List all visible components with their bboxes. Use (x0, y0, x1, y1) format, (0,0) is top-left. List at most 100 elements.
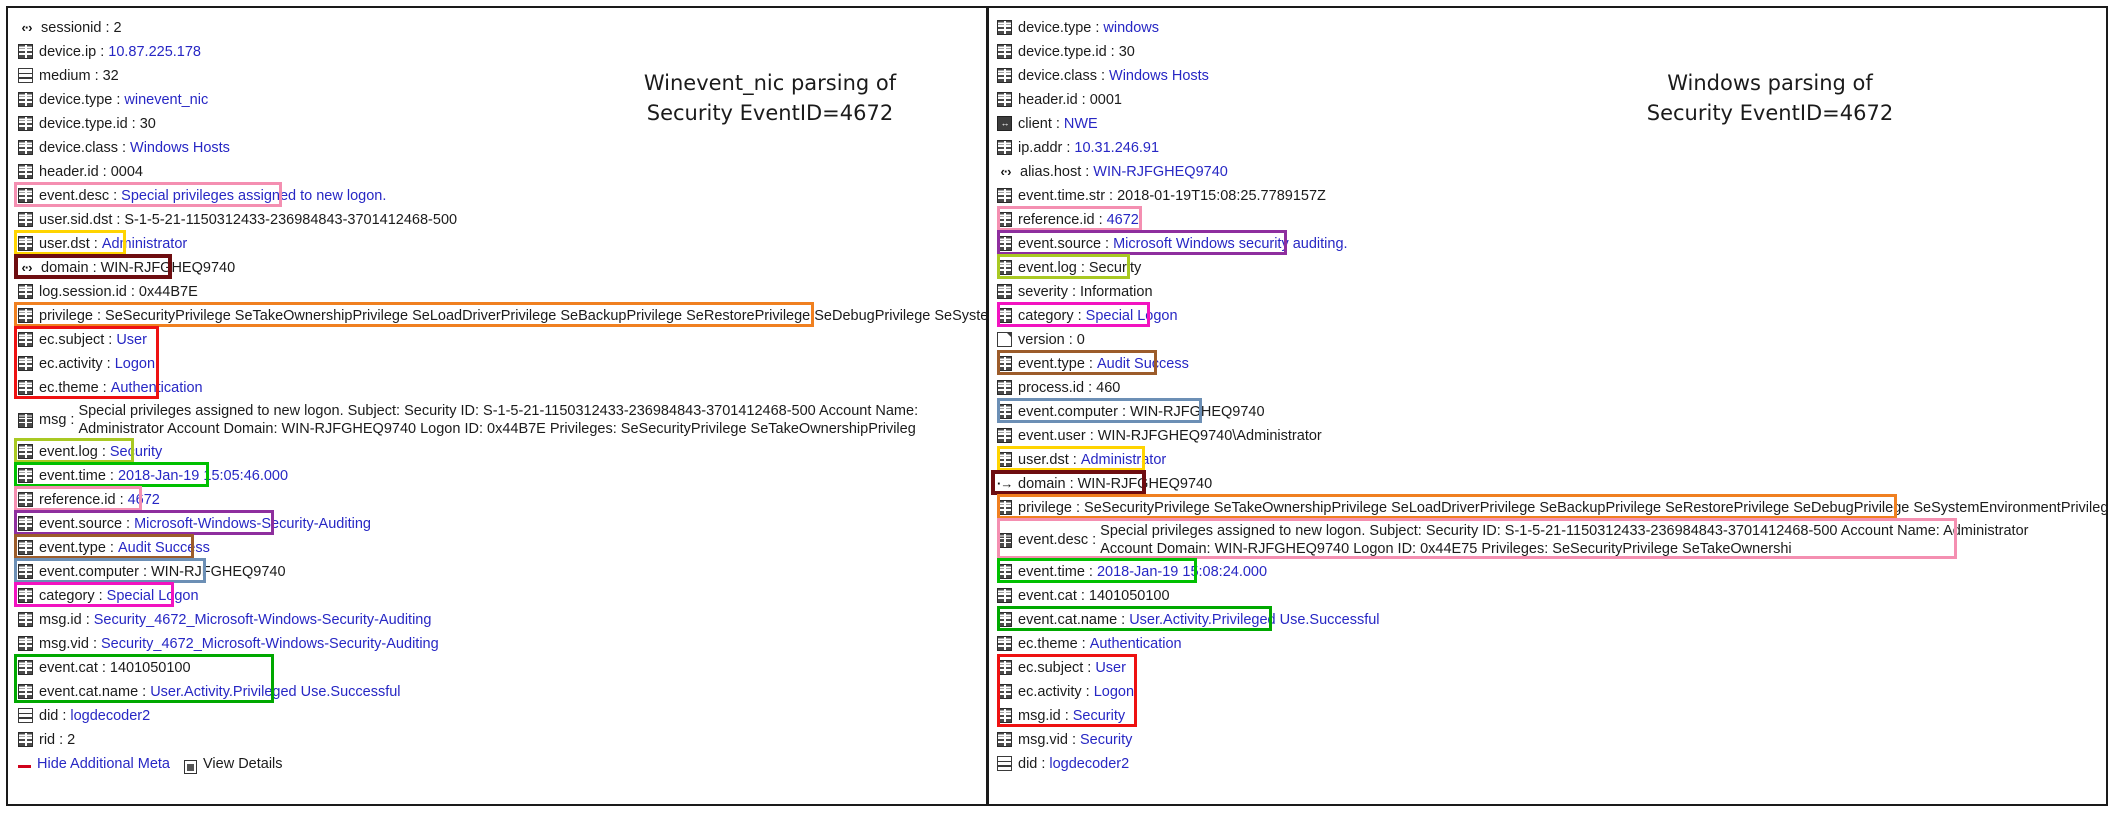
meta-field-value[interactable]: 2 (113, 20, 122, 36)
meta-field-value[interactable]: logdecoder2 (70, 708, 151, 724)
meta-field-value[interactable]: Special Logon (106, 588, 199, 604)
meta-field-row[interactable]: privilege:SeSecurityPrivilege SeTakeOwne… (997, 496, 2106, 520)
meta-field-value[interactable]: WIN-RJFGHEQ9740 (150, 564, 286, 580)
meta-field-value[interactable]: Windows Hosts (130, 140, 230, 156)
meta-field-row[interactable]: event.cat:1401050100 (997, 584, 2106, 608)
meta-field-row[interactable]: msg.id:Security (997, 704, 2106, 728)
meta-field-row[interactable]: ‹·›domain:WIN-RJFGHEQ9740 (18, 256, 986, 280)
meta-field-row[interactable]: ec.activity:Logon (18, 352, 986, 376)
meta-field-value[interactable]: 2 (67, 732, 76, 748)
meta-field-value[interactable]: WIN-RJFGHEQ9740\Administrator (1097, 428, 1322, 444)
meta-field-value[interactable]: Security (1080, 732, 1133, 748)
meta-field-value[interactable]: Special Logon (1085, 308, 1178, 324)
meta-field-row[interactable]: msg:Special privileges assigned to new l… (18, 400, 986, 440)
meta-field-row[interactable]: event.time:2018-Jan-19 15:08:24.000 (997, 560, 2106, 584)
meta-field-row[interactable]: event.computer:WIN-RJFGHEQ9740 (997, 400, 2106, 424)
meta-field-value[interactable]: Audit Success (1096, 356, 1189, 372)
meta-field-value[interactable]: 2018-Jan-19 15:08:24.000 (1096, 564, 1268, 580)
meta-field-value[interactable]: 4672 (127, 492, 160, 508)
meta-field-row[interactable]: ↔client:NWE (997, 112, 2106, 136)
meta-field-value[interactable]: 0x44B7E (138, 284, 198, 300)
view-details-link[interactable]: View Details (203, 756, 283, 772)
meta-field-row[interactable]: device.type:windows (997, 16, 2106, 40)
meta-field-row[interactable]: version:0 (997, 328, 2106, 352)
meta-field-row[interactable]: event.cat.name:User.Activity.Privileged … (997, 608, 2106, 632)
meta-field-row[interactable]: event.cat.name:User.Activity.Privileged … (18, 680, 986, 704)
meta-field-value[interactable]: 1401050100 (1088, 588, 1170, 604)
meta-field-row[interactable]: ec.theme:Authentication (18, 376, 986, 400)
meta-field-value[interactable]: Windows Hosts (1109, 68, 1209, 84)
meta-field-value[interactable]: 0004 (110, 164, 143, 180)
meta-field-row[interactable]: user.dst:Administrator (18, 232, 986, 256)
meta-field-value[interactable]: 2018-01-19T15:08:25.7789157Z (1117, 188, 1326, 204)
meta-field-row[interactable]: ec.theme:Authentication (997, 632, 2106, 656)
meta-field-value[interactable]: 460 (1096, 380, 1121, 396)
meta-field-value[interactable]: WIN-RJFGHEQ9740 (100, 260, 236, 276)
meta-field-row[interactable]: event.time:2018-Jan-19 15:05:46.000 (18, 464, 986, 488)
meta-field-value[interactable]: Authentication (1089, 636, 1182, 652)
meta-field-value[interactable]: Microsoft-Windows-Security-Auditing (134, 516, 371, 532)
meta-field-row[interactable]: device.class:Windows Hosts (18, 136, 986, 160)
meta-field-row[interactable]: msg.vid:Security (997, 728, 2106, 752)
meta-field-value[interactable]: 2018-Jan-19 15:05:46.000 (117, 468, 289, 484)
meta-field-row[interactable]: msg.id:Security_4672_Microsoft-Windows-S… (18, 608, 986, 632)
meta-field-value[interactable]: Security_4672_Microsoft-Windows-Security… (101, 636, 439, 652)
meta-field-row[interactable]: category:Special Logon (18, 584, 986, 608)
meta-field-row[interactable]: event.type:Audit Success (18, 536, 986, 560)
meta-field-value[interactable]: Administrator (101, 236, 188, 252)
meta-field-row[interactable]: ip.addr:10.31.246.91 (997, 136, 2106, 160)
meta-field-value[interactable]: Security (1072, 708, 1126, 724)
meta-field-row[interactable]: log.session.id:0x44B7E (18, 280, 986, 304)
meta-field-value[interactable]: Microsoft Windows security auditing. (1113, 236, 1348, 252)
meta-field-row[interactable]: did:logdecoder2 (997, 752, 2106, 776)
meta-field-value[interactable]: User.Activity.Privileged Use.Successful (1129, 612, 1380, 628)
meta-field-row[interactable]: event.desc:Special privileges assigned t… (997, 520, 2106, 560)
meta-field-row[interactable]: device.type.id:30 (997, 40, 2106, 64)
meta-field-value[interactable]: 0 (1076, 332, 1085, 348)
meta-field-value[interactable]: windows (1103, 20, 1159, 36)
meta-field-value[interactable]: Authentication (110, 380, 203, 396)
meta-field-value[interactable]: Logon (114, 356, 156, 372)
meta-field-row[interactable]: reference.id:4672 (997, 208, 2106, 232)
meta-field-row[interactable]: ‹·›sessionid:2 (18, 16, 986, 40)
meta-field-row[interactable]: event.source:Microsoft-Windows-Security-… (18, 512, 986, 536)
meta-field-value[interactable]: Logon (1093, 684, 1135, 700)
meta-field-value[interactable]: SeSecurityPrivilege SeTakeOwnershipPrivi… (105, 308, 986, 324)
meta-field-value[interactable]: User (1095, 660, 1126, 676)
meta-field-row[interactable]: ‹·›alias.host:WIN-RJFGHEQ9740 (997, 160, 2106, 184)
meta-field-value[interactable]: Security (1088, 260, 1142, 276)
meta-field-row[interactable]: rid:2 (18, 728, 986, 752)
meta-field-row[interactable]: event.computer:WIN-RJFGHEQ9740 (18, 560, 986, 584)
meta-field-row[interactable]: ec.subject:User (997, 656, 2106, 680)
meta-field-value[interactable]: Special privileges assigned to new logon… (121, 188, 387, 204)
meta-field-row[interactable]: reference.id:4672 (18, 488, 986, 512)
meta-field-row[interactable]: privilege:SeSecurityPrivilege SeTakeOwne… (18, 304, 986, 328)
meta-field-row[interactable]: event.cat:1401050100 (18, 656, 986, 680)
meta-field-row[interactable]: medium:32 (18, 64, 986, 88)
meta-field-value[interactable]: 32 (102, 68, 119, 84)
meta-field-row[interactable]: device.type.id:30 (18, 112, 986, 136)
meta-field-value[interactable]: winevent_nic (124, 92, 209, 108)
meta-field-row[interactable]: msg.vid:Security_4672_Microsoft-Windows-… (18, 632, 986, 656)
meta-field-value[interactable]: WIN-RJFGHEQ9740 (1077, 476, 1213, 492)
meta-field-row[interactable]: ec.activity:Logon (997, 680, 2106, 704)
meta-field-value[interactable]: WIN-RJFGHEQ9740 (1129, 404, 1265, 420)
meta-field-value[interactable]: Special privileges assigned to new logon… (78, 403, 919, 437)
meta-field-value[interactable]: 10.31.246.91 (1074, 140, 1160, 156)
meta-field-row[interactable]: ·→domain:WIN-RJFGHEQ9740 (997, 472, 2106, 496)
meta-field-row[interactable]: severity:Information (997, 280, 2106, 304)
lock-icon[interactable] (184, 759, 197, 774)
meta-field-row[interactable]: event.type:Audit Success (997, 352, 2106, 376)
meta-field-row[interactable]: user.sid.dst:S-1-5-21-1150312433-2369848… (18, 208, 986, 232)
meta-field-value[interactable]: logdecoder2 (1049, 756, 1130, 772)
meta-field-value[interactable]: NWE (1063, 116, 1098, 132)
hide-additional-meta-link[interactable]: Hide Additional Meta (37, 756, 170, 772)
meta-field-row[interactable]: event.log:Security (997, 256, 2106, 280)
meta-field-row[interactable]: did:logdecoder2 (18, 704, 986, 728)
meta-field-value[interactable]: Security_4672_Microsoft-Windows-Security… (93, 612, 432, 628)
meta-field-row[interactable]: header.id:0001 (997, 88, 2106, 112)
meta-field-row[interactable]: process.id:460 (997, 376, 2106, 400)
meta-field-row[interactable]: event.user:WIN-RJFGHEQ9740\Administrator (997, 424, 2106, 448)
meta-field-value[interactable]: Special privileges assigned to new logon… (1100, 523, 2029, 557)
meta-field-value[interactable]: 4672 (1106, 212, 1139, 228)
